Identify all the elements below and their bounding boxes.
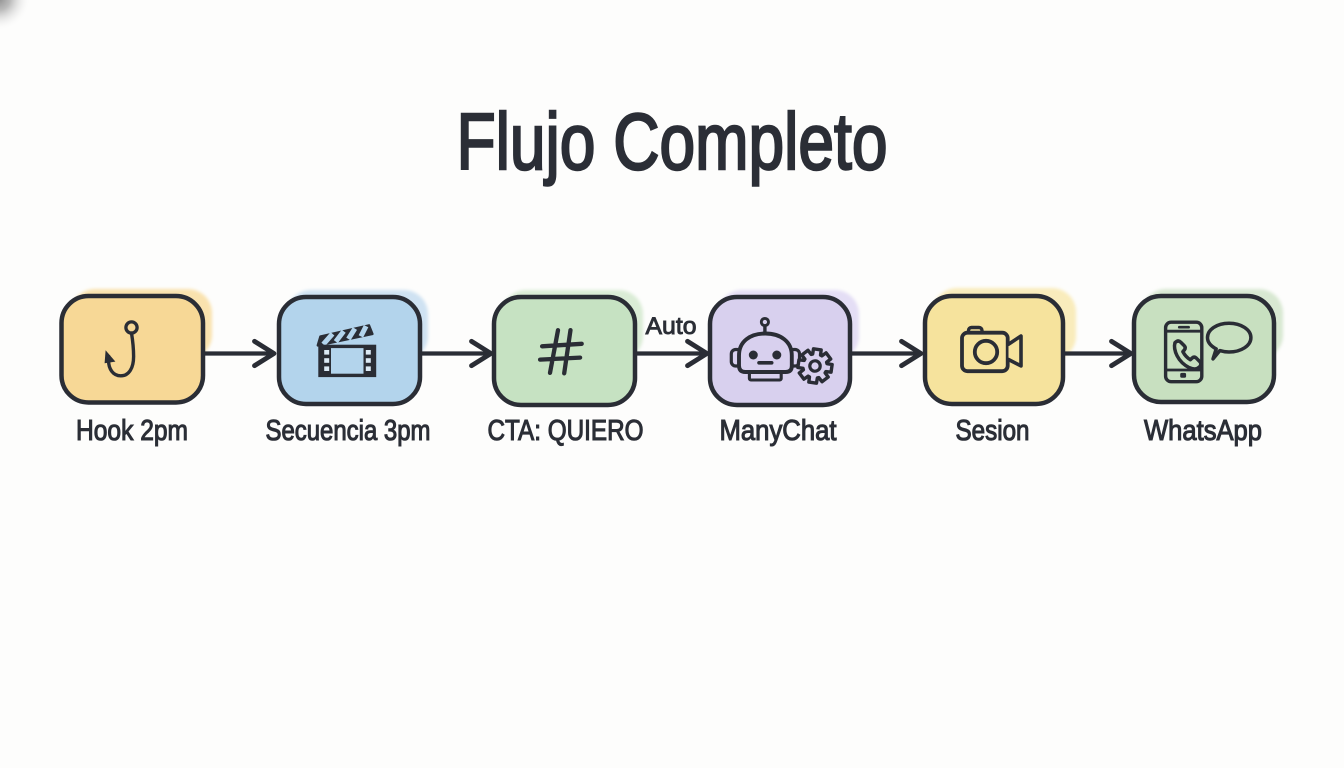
svg-text:CTA: QUIERO: CTA: QUIERO — [488, 415, 644, 447]
svg-text:ManyChat: ManyChat — [720, 415, 837, 447]
svg-text:Secuencia 3pm: Secuencia 3pm — [266, 415, 431, 447]
svg-text:WhatsApp: WhatsApp — [1144, 415, 1262, 447]
svg-text:Sesion: Sesion — [956, 415, 1030, 447]
svg-text:Flujo Completo: Flujo Completo — [457, 97, 888, 186]
svg-text:Auto: Auto — [646, 313, 697, 340]
svg-text:Hook 2pm: Hook 2pm — [76, 415, 188, 447]
